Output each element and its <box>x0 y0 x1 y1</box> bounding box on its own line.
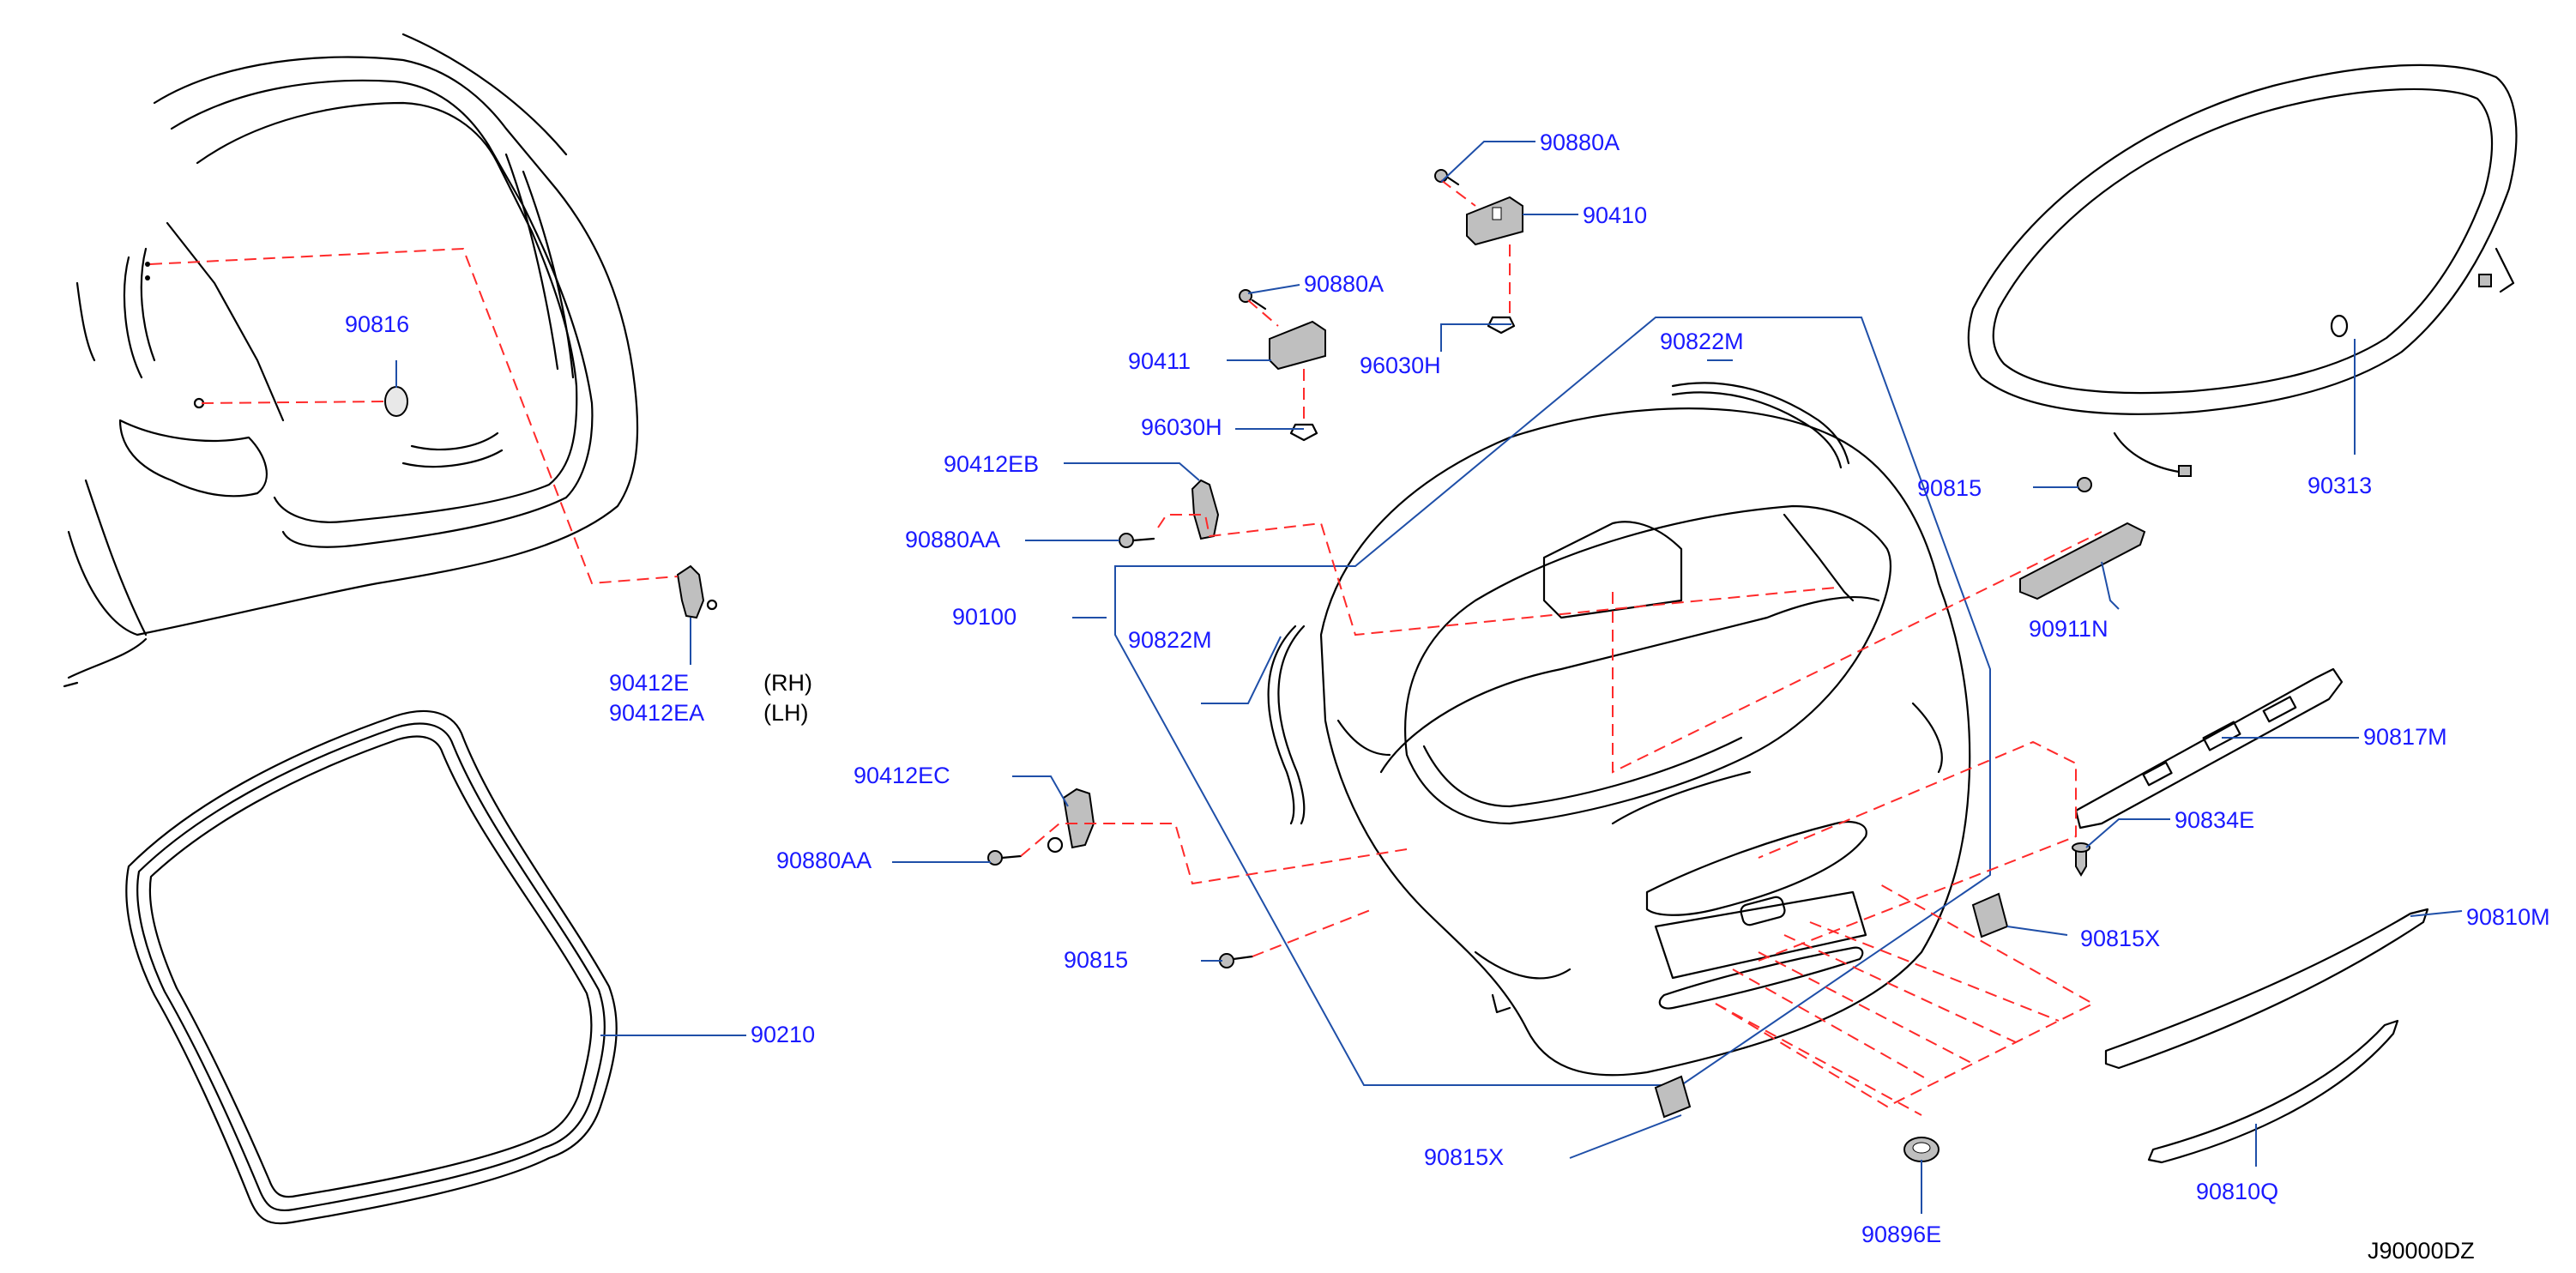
cap-90815x-bottom <box>1654 1075 1692 1119</box>
spoiler-molding-top <box>1671 382 1850 469</box>
back-door-panel <box>1319 407 1971 1077</box>
label-90880aa-top: 90880AA <box>905 527 1000 552</box>
bolt-90815-left <box>1219 953 1254 968</box>
label-90896e: 90896E <box>1861 1222 1941 1247</box>
molding-90810q <box>2147 1019 2399 1164</box>
label-90822m-left: 90822M <box>1128 627 1212 653</box>
label-90412ea: 90412EA <box>609 700 704 726</box>
label-90822m-top: 90822M <box>1660 329 1744 354</box>
label-90411: 90411 <box>1128 348 1191 374</box>
label-90100: 90100 <box>952 604 1017 630</box>
stay-90412eb <box>1119 479 1220 548</box>
label-96030h-left: 96030H <box>1141 414 1222 440</box>
label-90412ec: 90412EC <box>854 763 950 788</box>
rear-glass <box>1967 63 2518 477</box>
stay-90412ec <box>987 787 1095 866</box>
door-group-outline <box>1114 317 1991 1086</box>
label-90412eb: 90412EB <box>944 451 1039 477</box>
label-90880aa-bottom: 90880AA <box>776 848 872 873</box>
label-90815x-bottom: 90815X <box>1424 1144 1504 1170</box>
bolt-90815-right <box>2077 477 2092 492</box>
stay-90412e <box>676 564 718 619</box>
weatherstrip-seal <box>125 709 618 1225</box>
label-90810m: 90810M <box>2466 904 2550 930</box>
label-90880a-top: 90880A <box>1540 130 1620 155</box>
label-90815-left: 90815 <box>1064 947 1128 973</box>
label-90834e: 90834E <box>2175 807 2254 833</box>
label-90210: 90210 <box>751 1022 815 1047</box>
label-lh: (LH) <box>763 700 809 726</box>
side-molding-left <box>1267 624 1306 825</box>
label-rh: (RH) <box>763 670 812 696</box>
molding-90810m <box>2104 908 2429 1070</box>
label-90313: 90313 <box>2308 473 2372 498</box>
label-90817m: 90817M <box>2363 724 2447 750</box>
label-90412e: 90412E <box>609 670 689 696</box>
label-90911n: 90911N <box>2029 616 2108 642</box>
label-90815x-right: 90815X <box>2080 926 2160 951</box>
label-96030h-right: 96030H <box>1360 353 1441 378</box>
hinge-90411 <box>1239 289 1326 442</box>
body-opening-drawing <box>63 33 639 688</box>
label-90410: 90410 <box>1583 202 1647 228</box>
stop-lamp-90911n <box>2019 522 2146 600</box>
cap-90815x-right <box>1971 892 2009 938</box>
finisher-90817m <box>2074 667 2344 830</box>
grommet-90896e <box>1903 1137 1940 1162</box>
dashed-connection-lines <box>149 179 2102 1116</box>
diagram-code: J90000DZ <box>2368 1238 2475 1264</box>
label-90815-right: 90815 <box>1917 475 1982 501</box>
leader-lines <box>395 141 2463 1214</box>
part-labels: 90816 90412E 90412EA (RH) (LH) 90210 908… <box>345 130 2550 1264</box>
screw-90834e <box>2072 842 2090 877</box>
label-90880a-mid: 90880A <box>1304 271 1384 297</box>
label-90810q: 90810Q <box>2196 1179 2278 1204</box>
label-90816: 90816 <box>345 311 409 337</box>
